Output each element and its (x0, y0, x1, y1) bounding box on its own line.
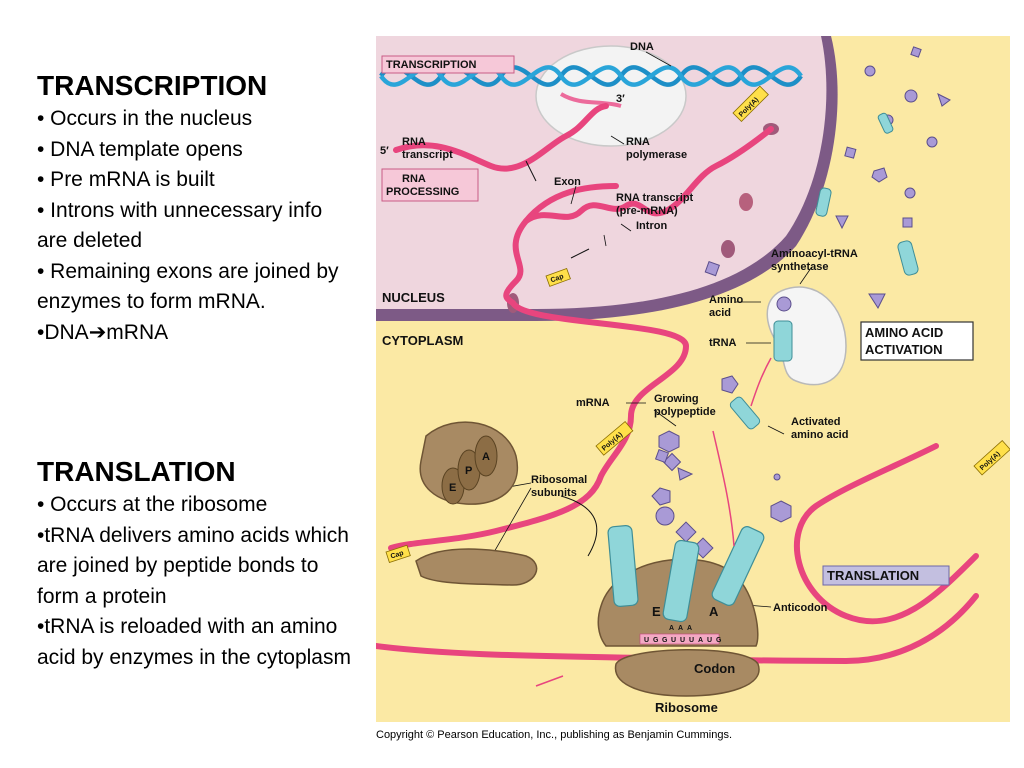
label-rna-polymerase-1: RNA (626, 136, 650, 148)
nascent-rna (559, 92, 622, 108)
transcription-section: TRANSCRIPTION • Occurs in the nucleus • … (37, 70, 357, 348)
codon-letter: G (716, 637, 722, 644)
label-5-prime: 5′ (380, 145, 389, 157)
transcription-bullet: •DNA➔mRNA (37, 320, 169, 344)
label-intron: Intron (636, 220, 667, 232)
rna-polymerase (535, 45, 687, 147)
translation-heading: TRANSLATION (37, 456, 236, 487)
transcription-bullet: • Remaining exons are joined by enzymes … (37, 259, 339, 314)
codon-letter: U (644, 637, 649, 644)
stage-labels: TRANSCRIPTION RNA PROCESSING AMINO ACID … (381, 55, 974, 586)
transcription-bullet: • DNA template opens (37, 137, 243, 161)
label-amino-acid-activation-2: ACTIVATION (865, 342, 943, 357)
amino-acid-on-synthetase (776, 296, 792, 312)
transcription-bullet: • Occurs in the nucleus (37, 107, 253, 130)
label-mrna: mRNA (576, 397, 610, 409)
label-ribosomal-1: Ribosomal (531, 474, 587, 486)
label-rna-processing-2: PROCESSING (386, 186, 459, 198)
translation-bullet: •tRNA is reloaded with an amino acid by … (37, 615, 351, 669)
ribosomal-subunits: E P A (415, 421, 538, 586)
label-pre-mrna-1: RNA transcript (616, 192, 694, 204)
pink-arrows (535, 357, 772, 687)
anticodon-letter: A (687, 625, 692, 632)
label-growing-2: polypeptide (654, 406, 716, 418)
label-rna-polymerase-2: polymerase (626, 149, 687, 161)
label-trna: tRNA (709, 337, 737, 349)
label-activated-1: Activated (791, 416, 841, 428)
label-rna-transcript-2: transcript (402, 149, 453, 161)
flow-arrows (525, 160, 598, 557)
label-dna: DNA (630, 41, 654, 53)
anticodon-letter: A (678, 625, 683, 632)
transcription-heading: TRANSCRIPTION (37, 70, 268, 101)
label-anticodon: Anticodon (773, 602, 828, 614)
label-ribosome: Ribosome (655, 700, 718, 715)
label-exon: Exon (554, 176, 581, 188)
label-nucleus: NUCLEUS (382, 290, 445, 305)
label-synthetase-1: Aminoacyl-tRNA (771, 248, 858, 260)
label-rna-processing-1: RNA (402, 173, 426, 185)
codon-letter: U (680, 637, 685, 644)
label-rna-transcript-1: RNA (402, 136, 426, 148)
transcription-bullet: • Pre mRNA is built (37, 168, 215, 191)
mrna-ribbon (376, 103, 979, 665)
label-translation: TRANSLATION (827, 568, 919, 583)
label-amino-acid-1: Amino (709, 294, 744, 306)
site-p-free: P (465, 465, 472, 477)
transcription-bullet: • Introns with unnecessary info are dele… (37, 198, 323, 253)
codon-letter: U (689, 637, 694, 644)
site-a: A (709, 604, 719, 619)
tag-cap: Cap (390, 550, 405, 561)
codon-strip: U G G U U U A U G A A A (639, 625, 722, 645)
notes-panel: TRANSCRIPTION • Occurs in the nucleus • … (37, 70, 357, 348)
label-amino-acid-2: acid (709, 307, 731, 319)
site-e: E (652, 604, 661, 619)
trna-on-synthetase (773, 320, 793, 362)
label-synthetase-2: synthetase (771, 261, 828, 273)
protein-synthesis-figure: TRANSCRIPTION RNA PROCESSING AMINO ACID … (376, 36, 1010, 722)
translation-bullet: • Occurs at the ribosome (37, 493, 268, 516)
label-ribosomal-2: subunits (531, 487, 577, 499)
label-3-prime: 3′ (616, 93, 625, 105)
activated-amino-acid (721, 375, 761, 430)
ribosome-dot (739, 193, 753, 211)
codon-letter: G (653, 637, 659, 644)
label-activated-2: amino acid (791, 429, 848, 441)
nucleus-interior (376, 36, 827, 309)
copyright-notice: Copyright © Pearson Education, Inc., pub… (376, 729, 733, 741)
free-amino-acids (704, 46, 951, 310)
label-growing-1: Growing (654, 393, 699, 405)
codon-letter: G (662, 637, 668, 644)
label-codon: Codon (694, 661, 735, 676)
translation-section: TRANSLATION • Occurs at the ribosome •tR… (37, 456, 357, 673)
codon-letter: U (671, 637, 676, 644)
ribosome: E A (597, 525, 765, 697)
label-transcription: TRANSCRIPTION (386, 59, 477, 71)
site-e-free: E (449, 482, 456, 494)
tag-cap: Cap (550, 273, 565, 284)
label-pre-mrna-2: (pre-mRNA) (616, 205, 678, 217)
codon-letter: U (707, 637, 712, 644)
translation-bullet: •tRNA delivers amino acids which are joi… (37, 523, 349, 608)
label-cytoplasm: CYTOPLASM (382, 333, 463, 348)
free-trna (815, 112, 919, 276)
codon-letter: A (698, 637, 703, 644)
site-a-free: A (482, 451, 490, 463)
anticodon-letter: A (669, 625, 674, 632)
growing-polypeptide (651, 430, 792, 559)
label-amino-acid-activation-1: AMINO ACID (865, 325, 943, 340)
